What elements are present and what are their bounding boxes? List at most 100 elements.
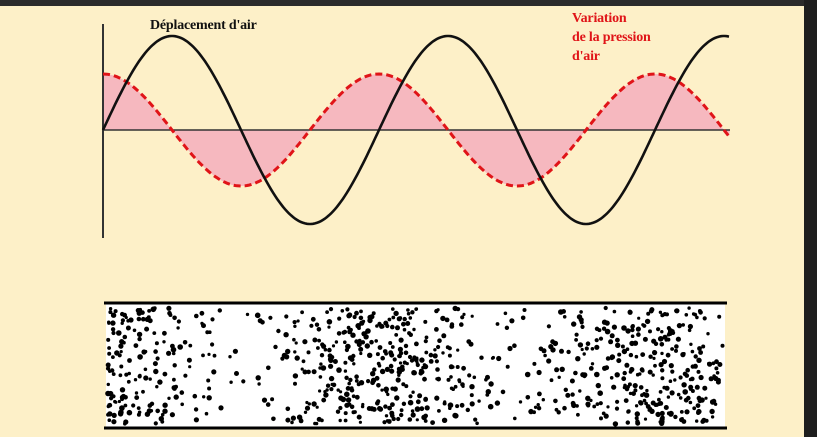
air-particle	[477, 399, 481, 403]
air-particle	[673, 378, 677, 382]
air-particle	[597, 390, 603, 397]
air-particle	[536, 403, 540, 407]
air-particle	[176, 326, 180, 330]
air-particle	[310, 316, 316, 322]
air-particle	[311, 369, 317, 375]
air-particle	[384, 366, 390, 372]
air-particle	[569, 378, 575, 384]
air-particle	[108, 310, 113, 315]
air-particle	[646, 311, 651, 316]
air-particle	[685, 367, 690, 373]
air-particle	[412, 370, 417, 376]
air-particle	[358, 420, 362, 424]
air-particle	[202, 395, 206, 399]
air-particle	[358, 315, 364, 321]
air-particle	[393, 310, 399, 317]
air-particle	[157, 379, 163, 385]
air-particle	[234, 371, 239, 376]
air-particle	[626, 409, 631, 414]
air-particle	[570, 392, 575, 397]
air-particle	[670, 347, 674, 351]
air-particle	[456, 307, 461, 312]
air-particle	[344, 402, 350, 408]
air-particle	[399, 412, 404, 418]
air-particle	[479, 355, 484, 360]
air-particle	[352, 362, 356, 366]
air-particle	[469, 401, 475, 407]
air-particle	[658, 390, 663, 394]
air-particle	[232, 348, 238, 354]
air-particle	[469, 384, 475, 390]
air-particle	[695, 315, 699, 320]
air-particle	[615, 399, 620, 404]
air-particle	[717, 314, 722, 319]
air-particle	[696, 369, 701, 374]
air-particle	[167, 396, 171, 400]
air-particle	[300, 310, 304, 315]
air-particle	[255, 375, 261, 381]
air-particle	[206, 378, 211, 383]
air-particle	[370, 380, 375, 386]
air-particle	[107, 351, 112, 356]
air-particle	[394, 395, 400, 401]
air-particle	[188, 365, 192, 369]
air-particle	[603, 413, 609, 419]
air-particle	[614, 372, 620, 378]
air-particle	[605, 356, 611, 361]
air-particle	[533, 405, 538, 409]
air-particle	[402, 327, 407, 332]
air-particle	[356, 342, 362, 348]
air-particle	[696, 408, 702, 415]
air-particle	[614, 406, 620, 411]
air-particle	[405, 321, 411, 326]
air-particle	[423, 396, 428, 402]
air-particle	[293, 324, 297, 328]
air-particle	[410, 310, 415, 315]
air-particle	[594, 338, 599, 343]
air-particle	[423, 319, 428, 324]
air-particle	[669, 390, 675, 396]
air-particle	[432, 353, 438, 359]
air-particle	[496, 355, 502, 362]
air-particle	[562, 405, 567, 411]
air-particle	[367, 317, 373, 324]
air-particle	[609, 376, 614, 380]
air-particle	[660, 368, 665, 373]
air-particle	[407, 399, 414, 406]
air-particle	[645, 388, 649, 393]
air-particle	[676, 323, 683, 329]
air-particle	[377, 406, 382, 411]
air-particle	[110, 312, 117, 318]
air-particle	[595, 382, 601, 389]
air-particle	[659, 420, 665, 426]
air-particle	[383, 386, 390, 393]
air-particle	[448, 364, 454, 370]
air-particle	[390, 386, 395, 391]
air-particle	[316, 346, 320, 350]
air-particle	[372, 367, 377, 372]
air-particle	[681, 323, 685, 327]
air-particle	[301, 359, 306, 364]
air-particle	[549, 378, 554, 383]
air-particle	[358, 380, 365, 386]
air-particle	[336, 388, 340, 392]
air-particle	[113, 309, 118, 314]
air-particle	[681, 382, 687, 388]
air-particle	[111, 355, 115, 359]
air-particle	[688, 400, 693, 405]
air-particle	[395, 325, 400, 331]
air-particle	[162, 340, 166, 344]
air-particle	[335, 409, 341, 414]
air-particle	[377, 363, 382, 368]
air-particle	[697, 346, 702, 351]
air-particle	[585, 401, 591, 407]
air-particle	[111, 372, 116, 376]
air-particle	[106, 404, 111, 409]
air-particle	[456, 348, 460, 352]
air-particle	[106, 337, 111, 342]
air-particle	[582, 374, 587, 379]
air-particle	[338, 405, 343, 411]
air-particle	[625, 347, 630, 352]
air-particle	[337, 316, 342, 321]
air-particle	[642, 323, 647, 328]
